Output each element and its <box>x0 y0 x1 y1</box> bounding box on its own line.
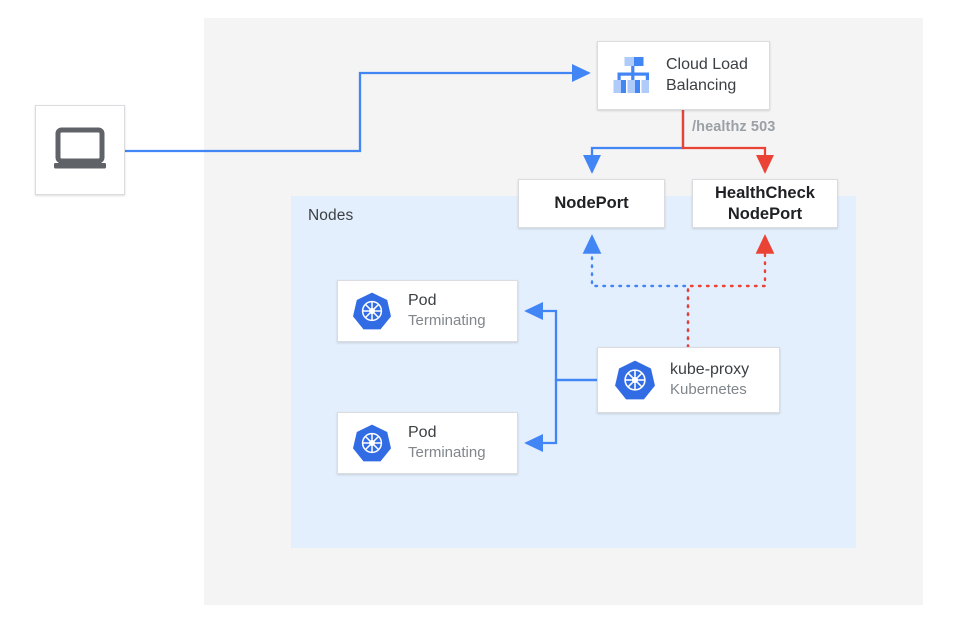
client-node[interactable] <box>35 105 125 195</box>
healthcheck-nodeport-label-line2: NodePort <box>727 204 803 223</box>
nodes-panel-label: Nodes <box>308 207 354 224</box>
cloud-load-balancing-title-line2: Balancing <box>666 76 737 94</box>
pod-node-2[interactable]: Pod Terminating <box>337 412 518 474</box>
healthcheck-nodeport-node[interactable]: HealthCheck NodePort <box>692 179 838 228</box>
cloud-load-balancing-title: Cloud Load <box>666 56 748 74</box>
kubernetes-icon <box>353 292 391 330</box>
kubernetes-icon <box>615 360 655 400</box>
healthcheck-nodeport-label-line1: HealthCheck <box>715 184 815 203</box>
kube-proxy-title: kube-proxy <box>670 361 750 379</box>
nodeport-label: NodePort <box>554 194 629 213</box>
kube-proxy-subtitle: Kubernetes <box>670 380 747 398</box>
healthz-status-label: /healthz 503 <box>692 119 776 135</box>
kubernetes-icon <box>353 424 391 462</box>
nodeport-node[interactable]: NodePort <box>518 179 665 228</box>
pod-status: Terminating <box>408 443 486 461</box>
pod-node-1[interactable]: Pod Terminating <box>337 280 518 342</box>
kube-proxy-node[interactable]: kube-proxy Kubernetes <box>597 347 780 413</box>
cloud-load-balancing-node[interactable]: Cloud Load Balancing <box>597 41 770 110</box>
laptop-icon <box>54 127 106 169</box>
pod-title: Pod <box>408 424 437 442</box>
healthcheck-nodeport-label: HealthCheck NodePort <box>715 183 815 223</box>
pod-title: Pod <box>408 292 437 310</box>
pod-status: Terminating <box>408 311 486 329</box>
cloud-load-balancing-icon <box>613 56 649 93</box>
